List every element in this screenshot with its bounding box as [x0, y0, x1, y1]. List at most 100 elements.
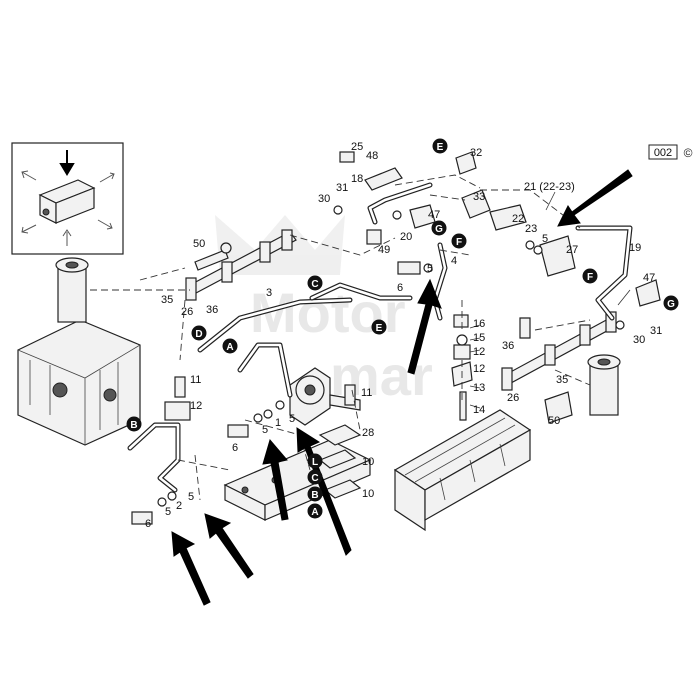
- label-25: 25: [351, 141, 363, 153]
- svg-text:A: A: [226, 342, 233, 353]
- callout-f-right: F: [582, 268, 598, 284]
- engine-block: [17, 257, 141, 446]
- label-33: 33: [473, 191, 485, 203]
- svg-text:B: B: [130, 420, 137, 431]
- label-35b: 35: [556, 374, 568, 386]
- label-5a: 5: [542, 233, 548, 245]
- svg-text:A: A: [311, 507, 318, 518]
- label-50a: 50: [193, 238, 205, 250]
- arrow-icon-bottom-2: [204, 513, 254, 579]
- label-3: 3: [266, 287, 272, 299]
- label-47a: 47: [428, 209, 440, 221]
- svg-text:E: E: [437, 142, 444, 153]
- label-6c: 6: [145, 518, 151, 530]
- label-12c: 12: [190, 400, 202, 412]
- callout-c-bottom: C: [307, 469, 323, 485]
- label-11a: 11: [190, 374, 201, 386]
- callout-g-right: G: [663, 295, 679, 311]
- callout-c-top: C: [307, 275, 323, 291]
- label-26b: 26: [507, 392, 519, 404]
- arrow-icon-bottom-1: [171, 531, 211, 606]
- copyright-icon: ©: [684, 146, 693, 160]
- diagram-code-box: 002 ©: [648, 144, 693, 160]
- label-32: 32: [470, 147, 482, 159]
- label-22: 22: [512, 213, 524, 225]
- clamp-10-lower: [323, 479, 362, 499]
- right-injector: [544, 354, 621, 424]
- callout-l: L: [307, 453, 323, 469]
- label-35a: 35: [161, 294, 173, 306]
- label-30b: 30: [633, 334, 645, 346]
- label-12b: 12: [473, 363, 485, 375]
- callout-markers: E G F F C D A E G B L C B A: [126, 138, 679, 519]
- label-36a: 36: [206, 304, 218, 316]
- label-5d: 5: [289, 413, 295, 425]
- svg-text:B: B: [311, 490, 318, 501]
- label-49: 49: [378, 244, 390, 256]
- label-27: 27: [566, 244, 578, 256]
- svg-text:C: C: [311, 279, 318, 290]
- svg-text:E: E: [376, 323, 383, 334]
- svg-text:D: D: [195, 329, 202, 340]
- part-number-labels: 25 48 18 31 30 49 20 47 32 33 21 (22-23)…: [145, 141, 662, 530]
- label-11b: 11: [361, 387, 372, 399]
- inset-pump-body: [38, 179, 96, 224]
- label-5c: 5: [262, 424, 268, 436]
- rail-26-left: [185, 229, 297, 301]
- label-20: 20: [400, 231, 412, 243]
- callout-d: D: [191, 325, 207, 341]
- arrow-icon-right-top: [557, 169, 633, 227]
- diagram-code: 002: [654, 147, 672, 159]
- label-5e: 5: [165, 506, 171, 518]
- inset-direction-arrows: [21, 170, 115, 246]
- label-18: 18: [351, 173, 363, 185]
- svg-text:L: L: [312, 457, 318, 468]
- inset-arrow-icon: [59, 150, 75, 176]
- svg-text:F: F: [456, 237, 462, 248]
- label-31a: 31: [336, 182, 348, 194]
- label-10b: 10: [362, 488, 374, 500]
- label-30a: 30: [318, 193, 330, 205]
- injection-pump: [289, 367, 361, 426]
- arrow-icon-bottom-3: [262, 438, 289, 521]
- callout-b-left: B: [126, 416, 142, 432]
- label-10a: 10: [362, 456, 374, 468]
- inset-view: [11, 142, 124, 255]
- callout-g-top: G: [431, 220, 447, 236]
- gasket-28: [318, 424, 362, 446]
- label-6b: 6: [232, 442, 238, 454]
- label-15: 15: [473, 332, 485, 344]
- label-19: 19: [629, 242, 641, 254]
- label-6a: 6: [397, 282, 403, 294]
- sealing-washers: [157, 205, 625, 507]
- label-12a: 12: [473, 346, 485, 358]
- svg-text:F: F: [587, 272, 593, 283]
- label-48: 48: [366, 150, 378, 162]
- label-5f: 5: [188, 491, 194, 503]
- label-2: 2: [176, 500, 182, 512]
- svg-text:G: G: [435, 224, 443, 235]
- label-47b: 47: [643, 272, 655, 284]
- label-4: 4: [451, 255, 457, 267]
- label-50b: 50: [548, 415, 560, 427]
- label-5b: 5: [427, 263, 433, 275]
- callout-e-mid: E: [371, 319, 387, 335]
- label-14: 14: [473, 404, 485, 416]
- label-1: 1: [275, 417, 281, 429]
- svg-text:C: C: [311, 473, 318, 484]
- callout-f-top: F: [451, 233, 467, 249]
- label-21: 21 (22-23): [524, 181, 575, 193]
- label-13: 13: [473, 382, 485, 394]
- label-28: 28: [362, 427, 374, 439]
- fuel-pipes: [127, 182, 633, 493]
- label-26a: 26: [181, 306, 193, 318]
- fittings: [131, 151, 661, 525]
- callout-a-bottom: A: [307, 503, 323, 519]
- callout-e-top: E: [432, 138, 448, 154]
- arrow-icon-center: [407, 278, 442, 375]
- leader-lines: [469, 191, 631, 409]
- callout-b-bottom: B: [307, 486, 323, 502]
- rail-26-right: [501, 311, 617, 391]
- callout-a-top: A: [222, 338, 238, 354]
